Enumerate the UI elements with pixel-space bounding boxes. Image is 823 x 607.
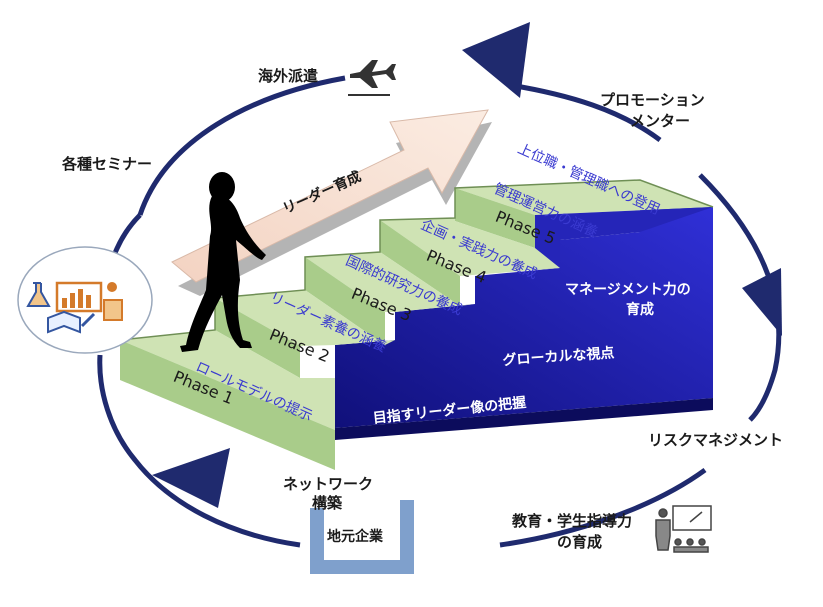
step-4-face (380, 220, 460, 306)
step-5-top (455, 180, 713, 215)
management-label-line2: 育成 (626, 302, 654, 318)
lab-presentation-icon (17, 246, 153, 354)
overseas-dispatch-label: 海外派遣 (258, 67, 319, 85)
step-5-face (455, 188, 535, 248)
leader-silhouette (180, 172, 266, 352)
teaching-label-line1: 教育・学生指導力 (512, 512, 633, 530)
management-label-line1: マネージメント力の (565, 282, 691, 298)
staircase-riser-body (335, 203, 713, 428)
step-4-top (380, 218, 560, 276)
airplane-icon (348, 60, 396, 96)
staircase (119, 179, 714, 470)
teaching-label-line2: の育成 (557, 533, 603, 551)
cycle-arc-top (137, 75, 346, 216)
network-label-line2: 構築 (312, 494, 343, 512)
cycle-arc-bottom-right (499, 467, 707, 548)
step-3-top (305, 252, 475, 312)
cycle-arrowhead-top (462, 22, 530, 98)
step-1-face (120, 340, 335, 470)
promotion-label-line2: メンター (630, 112, 691, 130)
seminars-label: 各種セミナー (62, 155, 153, 173)
promotion-label-line1: プロモーション (600, 91, 705, 109)
cycle-arrowhead-right (742, 268, 782, 336)
step-2-top (215, 290, 395, 346)
local-business-label: 地元企業 (327, 529, 383, 545)
teacher-students-icon (655, 505, 712, 553)
local-business-box (310, 500, 414, 574)
cycle-arc-top-right (509, 82, 662, 143)
cycle-arc-bottom-left (97, 354, 301, 548)
step-3-face (305, 257, 385, 345)
network-label-line1: ネットワーク (283, 475, 374, 493)
step-1-top (120, 330, 335, 430)
risk-management-label: リスクマネジメント (648, 431, 784, 449)
cycle-arrowhead-bottom (152, 448, 230, 508)
